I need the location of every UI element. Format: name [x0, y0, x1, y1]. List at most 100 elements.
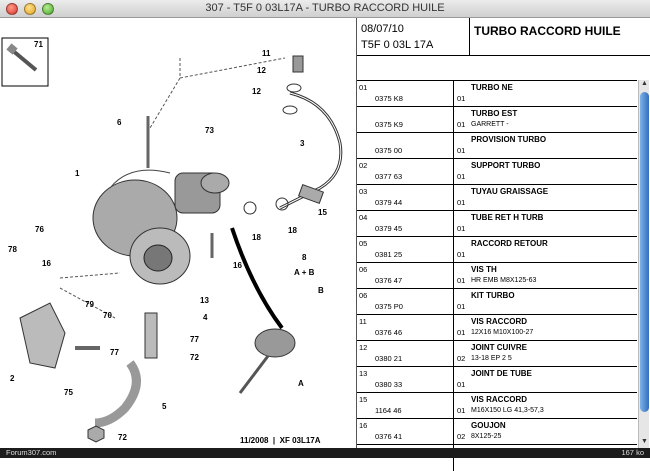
- part-quantity: 01: [457, 120, 466, 129]
- part-quantity: 01: [457, 276, 466, 285]
- callout: 4: [203, 313, 208, 322]
- zoom-button[interactable]: [42, 3, 54, 15]
- column-divider: [453, 289, 454, 315]
- column-divider: [453, 393, 454, 419]
- callout: 12: [257, 66, 266, 75]
- bolt-71: [6, 43, 38, 72]
- callout: 6: [117, 118, 122, 127]
- callout: 75: [64, 388, 73, 397]
- callout: 1: [75, 169, 80, 178]
- callout: 18: [288, 226, 297, 235]
- part-reference: 0380 21: [375, 354, 403, 363]
- callout: 15: [318, 208, 327, 217]
- part-description: RACCORD RETOUR: [471, 239, 548, 248]
- column-divider: [453, 419, 454, 445]
- callout: 3: [300, 139, 305, 148]
- part-description: VIS TH: [471, 265, 497, 274]
- part-description: JOINT CUIVRE: [471, 343, 528, 352]
- callout: 11: [262, 49, 271, 58]
- part-detail: M16X150 LG 41,3-57,3: [471, 407, 544, 414]
- callout: 2: [10, 374, 15, 383]
- row-index: 02: [359, 161, 368, 170]
- callout: 71: [34, 40, 43, 49]
- row-index: 06: [359, 291, 368, 300]
- part-description: TURBO NE: [471, 83, 513, 92]
- part-description: VIS RACCORD: [471, 395, 528, 404]
- row-index: 16: [359, 421, 368, 430]
- part-quantity: 01: [457, 94, 466, 103]
- part-reference: 0375 00: [375, 146, 403, 155]
- row-index: 03: [359, 187, 368, 196]
- stamp-date: 11/2008: [240, 436, 269, 445]
- callout: 70: [103, 311, 112, 320]
- stamp-code: XF 03L17A: [279, 436, 321, 445]
- part-reference: 0377 63: [375, 172, 403, 181]
- callout: 77: [110, 348, 119, 357]
- part-quantity: 01: [457, 198, 466, 207]
- callout: 73: [205, 126, 214, 135]
- part-reference: 0376 46: [375, 328, 403, 337]
- vertical-scrollbar[interactable]: ▲ ▼: [638, 80, 649, 448]
- part-reference: 0375 K9: [375, 120, 403, 129]
- scroll-down-icon[interactable]: ▼: [641, 438, 648, 445]
- status-bar: Forum307.com 167 ko: [0, 448, 650, 458]
- row-index: 05: [359, 239, 368, 248]
- part-quantity: 01: [457, 328, 466, 337]
- callout: 16: [233, 261, 242, 270]
- part-quantity: 01: [457, 250, 466, 259]
- table-row[interactable]: 03 0379 44 01 TUYAU GRAISSAGE: [357, 184, 637, 211]
- callout: 12: [252, 87, 261, 96]
- part-reference: 0379 44: [375, 198, 403, 207]
- part-description: TUYAU GRAISSAGE: [471, 187, 549, 196]
- diagram-canvas: 71: [1, 37, 343, 443]
- callout: 78: [8, 245, 17, 254]
- part-reference: 0379 45: [375, 224, 403, 233]
- table-row[interactable]: 0375 00 01 PROVISION TURBO: [357, 132, 637, 159]
- column-divider: [453, 185, 454, 211]
- part-description: TURBO EST: [471, 109, 518, 118]
- minimize-button[interactable]: [24, 3, 36, 15]
- part-detail: 12X16 M10X100-27: [471, 329, 534, 336]
- close-button[interactable]: [6, 3, 18, 15]
- part-reference: 1164 46: [375, 406, 402, 415]
- column-divider: [453, 341, 454, 367]
- part-description: JOINT DE TUBE: [471, 369, 532, 378]
- part-detail: 8X125-25: [471, 433, 502, 440]
- callout: 77: [190, 335, 199, 344]
- exploded-parts-diagram: 71: [0, 18, 355, 448]
- part-quantity: 01: [457, 146, 466, 155]
- part-quantity: 01: [457, 380, 466, 389]
- row-index: 11: [359, 317, 367, 326]
- part-reference: 0380 33: [375, 380, 403, 389]
- callout: 8: [302, 253, 307, 262]
- part-quantity: 01: [457, 302, 466, 311]
- scroll-up-icon[interactable]: ▲: [641, 80, 648, 87]
- part-description: PROVISION TURBO: [471, 135, 547, 144]
- scroll-thumb[interactable]: [640, 92, 649, 412]
- site-label: Forum307.com: [6, 448, 57, 457]
- part-quantity: 01: [457, 172, 466, 181]
- part-description: KIT TURBO: [471, 291, 515, 300]
- column-divider: [453, 81, 454, 107]
- column-divider: [453, 263, 454, 289]
- callout: 13: [200, 296, 209, 305]
- column-divider: [453, 133, 454, 159]
- row-index: 04: [359, 213, 368, 222]
- callout: A: [298, 379, 304, 388]
- callout: A + B: [294, 268, 315, 277]
- parts-list-panel: 08/07/10 T5F 0 03L 17A TURBO RACCORD HUI…: [356, 18, 650, 471]
